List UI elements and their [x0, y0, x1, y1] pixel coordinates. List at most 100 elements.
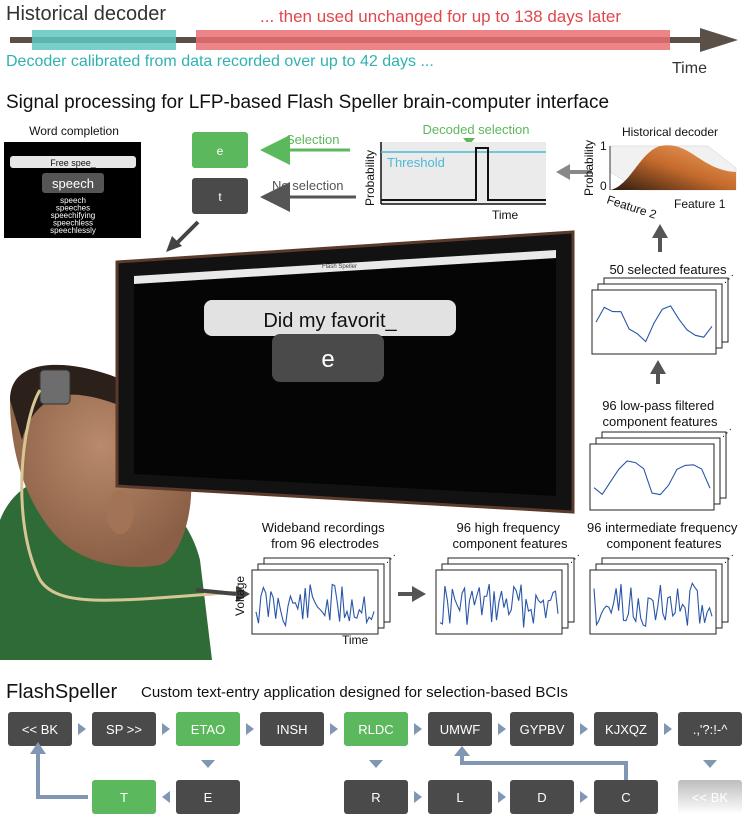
key-top-label-5: UMWF [440, 722, 480, 737]
key-top-3[interactable] [260, 712, 324, 746]
key-top-label-4: RLDC [358, 722, 393, 737]
flow-arrow [414, 791, 422, 803]
signal-trace [593, 581, 713, 628]
decoded-plot-title: Decoded selection [423, 122, 530, 137]
selected-features-label: 50 selected features [609, 262, 727, 277]
word-completion-option: speechlessly [50, 226, 96, 235]
word-completion-option: speech [60, 196, 86, 205]
key-top-8[interactable] [678, 712, 742, 746]
monitor-flash-letter: e [321, 346, 334, 373]
key-top-4[interactable] [344, 712, 408, 746]
stack-ellipsis: ⋰ [386, 554, 396, 565]
key-top-label-7: KJXQZ [605, 722, 647, 737]
decoded-plot-ylabel: Probability [363, 150, 377, 206]
key-top-7[interactable] [594, 712, 658, 746]
trace-panel [591, 289, 717, 355]
signal-trace [595, 305, 713, 343]
intermediate-label: 96 intermediate frequency component feat… [587, 520, 741, 551]
surface-mesh [610, 145, 736, 190]
word-completion-typed: Free spee_ [50, 158, 97, 168]
decoded-plot-xlabel: Time [492, 208, 519, 222]
key-top-6[interactable] [510, 712, 574, 746]
key-top-label-1: SP >> [106, 722, 142, 737]
monitor-typed-text: Did my favorit_ [263, 310, 397, 332]
wideband-time-label: Time [342, 633, 369, 647]
key-top-1[interactable] [92, 712, 156, 746]
intermediate-label-line1: 96 intermediate frequency [587, 520, 738, 535]
word-completion-suggestion: speech [52, 176, 94, 191]
word-completion-panel: Word completion Free spee_ speech speech… [4, 124, 141, 238]
wideband-label: Wideband recordings from 96 electrodes [262, 520, 388, 551]
key-bottom-right-1[interactable] [428, 780, 492, 814]
lowpass-to-selected-arrowhead [650, 360, 666, 374]
return-loop-arrow [36, 752, 88, 799]
key-bottom-right-0[interactable] [344, 780, 408, 814]
flow-arrow [498, 723, 506, 735]
flow-arrow [78, 723, 86, 735]
key-top-0[interactable] [8, 712, 72, 746]
threshold-label: Threshold [387, 155, 445, 170]
wideband-to-highfreq-arrowhead [412, 586, 426, 602]
word-completion-suggestion-box [42, 173, 104, 193]
selected-features-stack: ⋰ [591, 274, 734, 355]
selected-key [192, 132, 248, 168]
lowpass-label-line2: component features [603, 414, 718, 429]
key-bottom-left-0[interactable] [92, 780, 156, 814]
flow-arrow [580, 791, 588, 803]
wideband-label-line1: Wideband recordings [262, 520, 385, 535]
timeline-title: Historical decoder [6, 3, 166, 25]
timeline: Historical decoder ... then used unchang… [6, 3, 738, 77]
key-bottom-right-label-1: L [456, 790, 463, 805]
completion-to-monitor-arrowhead [166, 236, 182, 252]
flow-arrow [498, 791, 506, 803]
lowpass-label-line1: 96 low-pass filtered [602, 398, 714, 413]
timeline-calib-text: Decoder calibrated from data recorded ov… [6, 53, 434, 70]
wideband-voltage-label: Voltage [233, 576, 247, 616]
historical-decoder-surface: Historical decoder 1 0 Probability Featu… [582, 125, 737, 222]
decoded-plot: Decoded selection Threshold Probability … [363, 122, 546, 222]
key-bottom-left-label-0: T [120, 790, 128, 805]
monitor: Flash Speller Did my favorit_ e [115, 230, 575, 514]
intermediate-features-stack: ⋰ [589, 554, 734, 635]
flow-arrow-down [369, 760, 383, 768]
key-top-2[interactable] [176, 712, 240, 746]
key-bottom-right-label-2: D [537, 790, 546, 805]
word-completion-title: Word completion [29, 124, 119, 138]
surface-x2-label: Feature 1 [674, 197, 726, 211]
stack-ellipsis: ⋰ [724, 554, 734, 565]
return-loop-arrow [460, 754, 628, 780]
key-top-5[interactable] [428, 712, 492, 746]
signal-trace [255, 583, 375, 628]
user-ear [106, 490, 134, 534]
key-bottom-left-1[interactable] [176, 780, 240, 814]
lowpass-label: 96 low-pass filtered component features [602, 398, 718, 429]
selected-key-label: e [217, 144, 224, 158]
flashspeller-subtitle: Custom text-entry application designed f… [141, 684, 568, 701]
wideband-recordings-stack: ⋰ [251, 554, 396, 635]
word-completion-option: speeches [56, 204, 90, 213]
stack-ellipsis: ⋰ [724, 274, 734, 285]
historical-decoder-title: Historical decoder [622, 125, 718, 139]
key-top-label-8: .,'?:!-^ [693, 722, 728, 737]
selection-section: e t Selection No selection [192, 132, 356, 214]
user-illustration [0, 364, 250, 660]
signal-trace [593, 460, 711, 496]
flow-arrow [246, 723, 254, 735]
monitor-text-field [204, 300, 456, 336]
key-top-label-2: ETAO [191, 722, 225, 737]
trace-panel [589, 443, 715, 511]
monitor-flash-key [272, 334, 384, 382]
return-loop-arrowhead [30, 742, 46, 754]
key-bottom-right-2[interactable] [510, 780, 574, 814]
flow-arrow-down [201, 760, 215, 768]
highfreq-features-stack: ⋰ [435, 554, 580, 635]
word-completion-option: speechless [53, 219, 93, 228]
highfreq-label-line1: 96 high frequency [457, 520, 561, 535]
timeline-axis-label: Time [672, 60, 707, 77]
highfreq-label: 96 high frequency component features [453, 520, 568, 551]
key-bottom-right-3[interactable] [594, 780, 658, 814]
usage-period-bar [196, 30, 670, 50]
key-bottom-right-label-3: C [621, 790, 630, 805]
decoder-to-plot-arrowhead [556, 164, 570, 180]
